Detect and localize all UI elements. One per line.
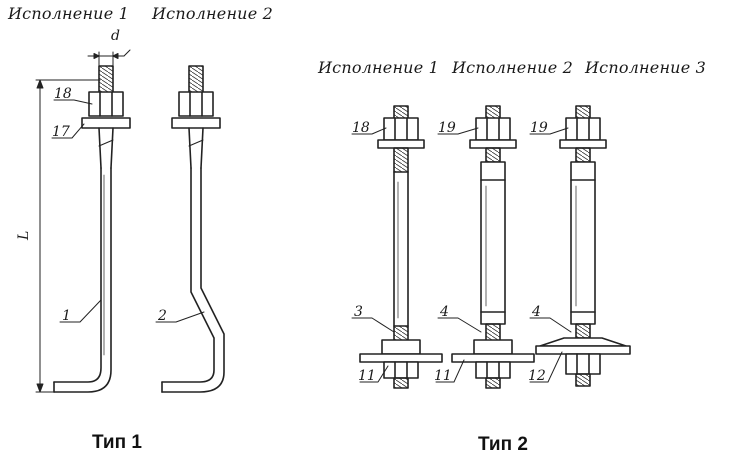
dimension-d [87,49,131,67]
callout-4-a: 4 [439,304,449,320]
dim-label-l: L [16,231,32,241]
dimension-l [35,79,101,393]
callout-17: 17 [52,124,70,140]
type2-bolt-variant-1 [359,105,443,389]
callout-4-b: 4 [531,304,541,320]
type2-bolt-variant-2 [451,105,535,389]
callout-11-a: 11 [358,368,376,384]
callout-12: 12 [528,368,546,384]
caption-type2: Тип 2 [478,434,528,455]
callout-18: 18 [54,86,72,102]
leader-lines [51,99,572,383]
callout-11-b: 11 [434,368,452,384]
callout-19-a: 19 [438,120,456,136]
type1-bolt-variant-1 [53,65,131,393]
callout-2: 2 [157,308,167,324]
type2-header-3: Исполнение 3 [585,58,707,77]
callout-19-b: 19 [530,120,548,136]
callout-18-type2: 18 [352,120,370,136]
dim-label-d: d [111,28,120,44]
type1-header-1: Исполнение 1 [8,4,130,23]
callout-3: 3 [354,304,363,320]
type2-header-1: Исполнение 1 [318,58,440,77]
type2-header-2: Исполнение 2 [452,58,574,77]
callout-1: 1 [62,308,71,324]
type1-bolt-variant-2 [161,65,225,393]
type2-bolt-variant-3 [535,105,631,387]
type1-header-2: Исполнение 2 [152,4,274,23]
caption-type1: Тип 1 [92,432,142,453]
